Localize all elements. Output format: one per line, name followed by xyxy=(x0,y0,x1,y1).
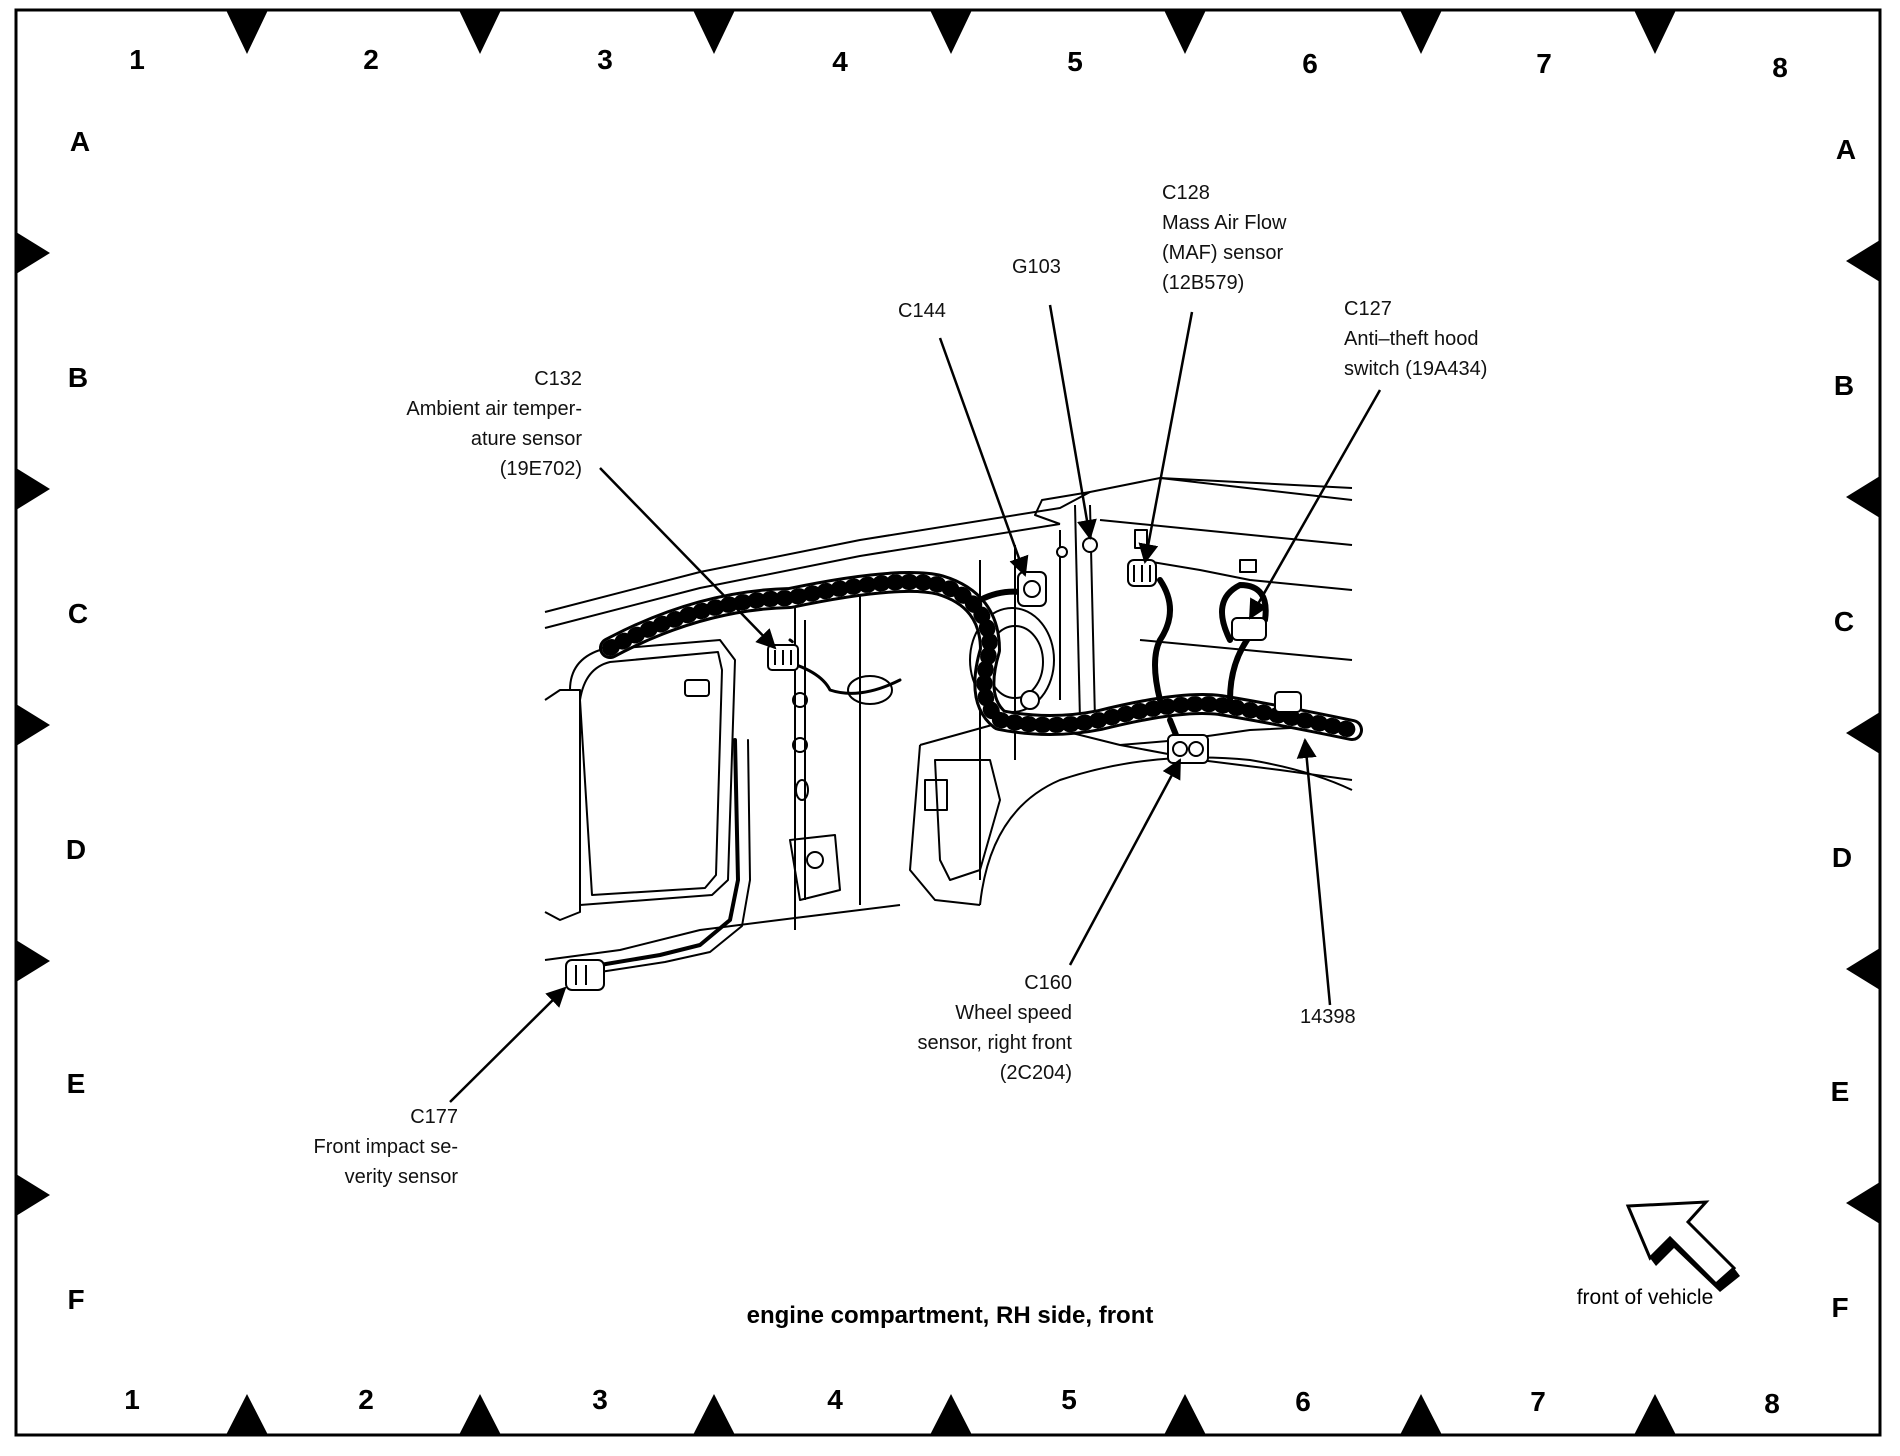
label-14398: 14398 xyxy=(1300,1006,1356,1028)
diagram-caption: engine compartment, RH side, front xyxy=(746,1302,1154,1329)
grid-col-top-3: 3 xyxy=(597,44,613,75)
grid-col-bottom-3: 3 xyxy=(592,1384,608,1415)
label-c128: C128 Mass Air Flow (MAF) sensor (12B579) xyxy=(1162,182,1287,294)
label-g103: G103 xyxy=(1012,256,1061,278)
connector-g103 xyxy=(1056,537,1098,558)
connector-c127 xyxy=(1231,617,1267,641)
grid-col-top-1: 1 xyxy=(129,44,145,75)
grid-row-left-c: C xyxy=(67,598,89,629)
wiring-harness xyxy=(598,570,1363,973)
grid-col-bottom-4: 4 xyxy=(827,1384,843,1415)
grid-row-right-d: D xyxy=(1831,842,1853,873)
leader-lines xyxy=(449,304,1382,1103)
engine-compartment-artwork xyxy=(544,477,1353,961)
label-c127: C127 Anti–theft hood switch (19A434) xyxy=(1344,298,1488,380)
leader-c127 xyxy=(1248,389,1382,620)
leader-c177 xyxy=(449,986,567,1103)
frame-border xyxy=(14,8,1882,1437)
bottom-registration-marks xyxy=(226,1394,1676,1435)
grid-col-top-5: 5 xyxy=(1067,46,1083,77)
front-of-vehicle-arrow-icon xyxy=(1625,1200,1740,1292)
grid-col-bottom-5: 5 xyxy=(1061,1384,1077,1415)
leader-c128 xyxy=(1138,311,1194,564)
label-c132: C132 Ambient air temper- ature sensor (1… xyxy=(406,368,582,480)
connector-c144 xyxy=(1017,571,1047,607)
connector-c177 xyxy=(565,959,605,991)
grid-row-left-f: F xyxy=(67,1284,85,1315)
grid-row-left-b: B xyxy=(67,362,89,393)
label-c160: C160 Wheel speed sensor, right front (2C… xyxy=(917,972,1072,1084)
left-registration-marks xyxy=(16,232,50,1216)
leader-c144 xyxy=(938,337,1029,577)
connector-c132 xyxy=(767,644,799,671)
right-registration-marks xyxy=(1846,240,1880,1224)
grid-col-bottom-6: 6 xyxy=(1295,1386,1311,1417)
grid-col-top-6: 6 xyxy=(1302,48,1318,79)
grid-row-left-e: E xyxy=(66,1068,86,1099)
front-of-vehicle-label: front of vehicle xyxy=(1576,1286,1714,1309)
grid-col-bottom-8: 8 xyxy=(1764,1388,1780,1419)
connectors xyxy=(565,537,1302,991)
connector-c160 xyxy=(1167,734,1209,764)
grid-col-top-7: 7 xyxy=(1536,48,1552,79)
grid-row-right-f: F xyxy=(1831,1292,1849,1323)
grid-row-left-a: A xyxy=(69,126,91,157)
connector-c128 xyxy=(1127,559,1157,587)
grid-col-top-4: 4 xyxy=(832,46,848,77)
leader-c132 xyxy=(599,467,777,650)
label-c177: C177 Front impact se- verity sensor xyxy=(313,1106,458,1188)
grid-col-top-8: 8 xyxy=(1772,52,1788,83)
top-registration-marks xyxy=(226,10,1676,54)
grid-row-right-a: A xyxy=(1835,134,1857,165)
grid-row-right-e: E xyxy=(1830,1076,1850,1107)
leader-c160 xyxy=(1068,758,1182,966)
grid-col-bottom-1: 1 xyxy=(124,1384,140,1415)
grid-row-right-c: C xyxy=(1833,606,1855,637)
grid-col-bottom-7: 7 xyxy=(1530,1386,1546,1417)
grid-row-left-d: D xyxy=(65,834,87,865)
leader-14398 xyxy=(1296,738,1332,1006)
grid-col-top-2: 2 xyxy=(363,44,379,75)
grid-col-bottom-2: 2 xyxy=(358,1384,374,1415)
grid-row-right-b: B xyxy=(1833,370,1855,401)
leader-g103 xyxy=(1048,304,1097,540)
label-c144: C144 xyxy=(898,300,946,322)
